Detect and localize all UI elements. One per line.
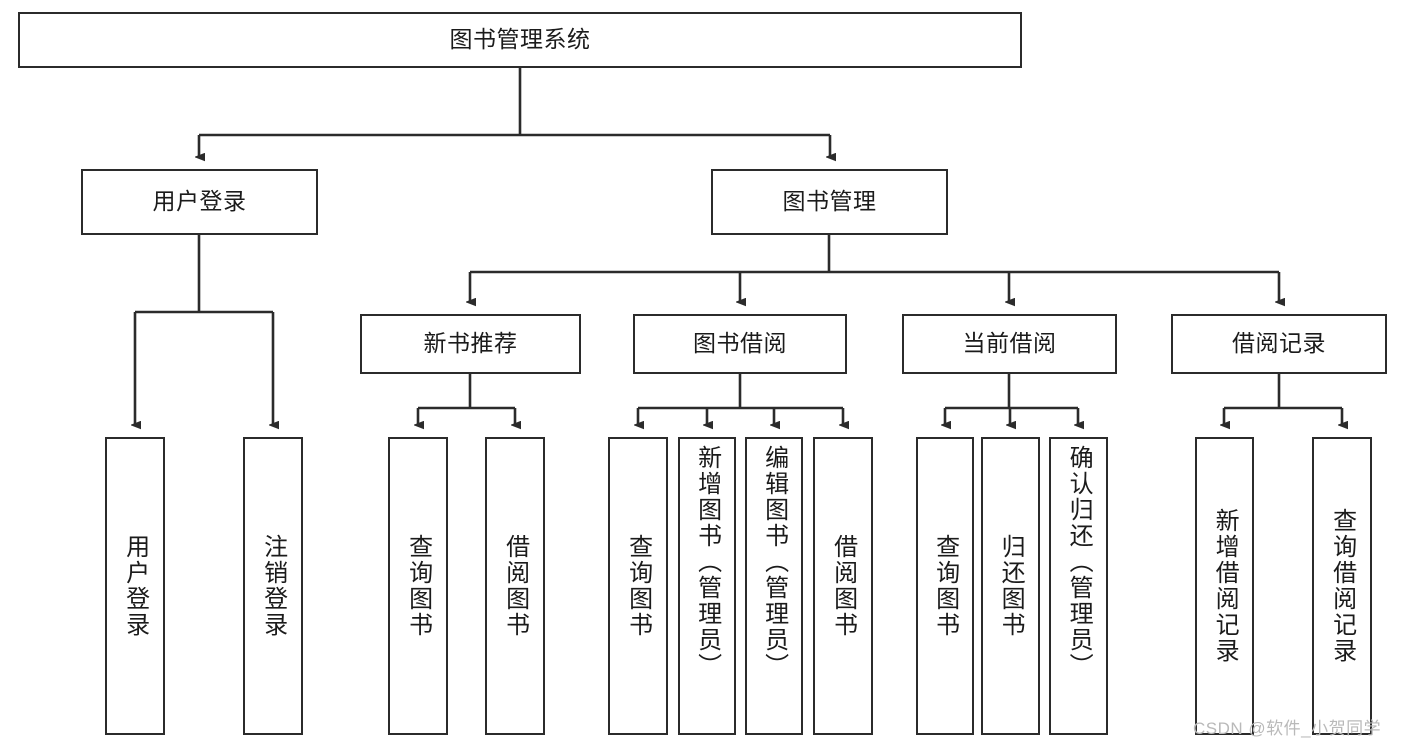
leaf-borrow-book-borrow[interactable]: 借阅图书 bbox=[813, 437, 873, 735]
edge-group-new-book-rec bbox=[418, 374, 515, 425]
leaf-query-book-current-label: 查询图书 bbox=[931, 534, 959, 638]
node-borrow-record[interactable]: 借阅记录 bbox=[1171, 314, 1387, 374]
leaf-user-login-label: 用户登录 bbox=[121, 534, 149, 638]
node-book-borrow-label: 图书借阅 bbox=[693, 330, 787, 357]
node-borrow-record-label: 借阅记录 bbox=[1232, 330, 1326, 357]
leaf-borrow-book-recommend-label: 借阅图书 bbox=[501, 534, 529, 638]
leaf-borrow-book-recommend[interactable]: 借阅图书 bbox=[485, 437, 545, 735]
edge-group-current-borrow bbox=[945, 374, 1078, 425]
leaf-add-borrow-record-label: 新增借阅记录 bbox=[1211, 508, 1239, 664]
leaf-logout[interactable]: 注销登录 bbox=[243, 437, 303, 735]
edge-group-borrow-record bbox=[1224, 374, 1342, 425]
leaf-edit-book-admin[interactable]: 编辑图书（管理员） bbox=[745, 437, 803, 735]
node-root[interactable]: 图书管理系统 bbox=[18, 12, 1022, 68]
leaf-return-book[interactable]: 归还图书 bbox=[981, 437, 1040, 735]
leaf-query-book-recommend-label: 查询图书 bbox=[404, 534, 432, 638]
edge-group-user-login bbox=[135, 235, 273, 425]
leaf-return-book-label: 归还图书 bbox=[997, 534, 1025, 638]
edge-group-book-borrow bbox=[638, 374, 843, 425]
node-user-login-label: 用户登录 bbox=[152, 188, 247, 215]
leaf-query-borrow-record[interactable]: 查询借阅记录 bbox=[1312, 437, 1372, 735]
leaf-add-borrow-record[interactable]: 新增借阅记录 bbox=[1195, 437, 1254, 735]
leaf-borrow-book-borrow-label: 借阅图书 bbox=[829, 534, 857, 638]
node-book-borrow[interactable]: 图书借阅 bbox=[633, 314, 847, 374]
csdn-watermark: CSDN @软件_小贺同学 bbox=[1193, 719, 1382, 738]
leaf-edit-book-admin-label: 编辑图书（管理员） bbox=[760, 445, 788, 679]
node-user-login[interactable]: 用户登录 bbox=[81, 169, 318, 235]
node-current-borrow[interactable]: 当前借阅 bbox=[902, 314, 1117, 374]
node-new-book-recommend[interactable]: 新书推荐 bbox=[360, 314, 581, 374]
edge-group-root bbox=[199, 68, 830, 157]
node-current-borrow-label: 当前借阅 bbox=[962, 330, 1057, 357]
leaf-confirm-return-admin-label: 确认归还（管理员） bbox=[1065, 445, 1093, 679]
node-root-label: 图书管理系统 bbox=[449, 26, 591, 53]
node-new-book-recommend-label: 新书推荐 bbox=[423, 330, 518, 357]
leaf-query-book-borrow-label: 查询图书 bbox=[624, 534, 652, 638]
leaf-logout-label: 注销登录 bbox=[259, 534, 287, 638]
edge-group-book-manage bbox=[470, 235, 1279, 302]
leaf-query-borrow-record-label: 查询借阅记录 bbox=[1328, 508, 1356, 664]
leaf-query-book-current[interactable]: 查询图书 bbox=[916, 437, 974, 735]
leaf-query-book-borrow[interactable]: 查询图书 bbox=[608, 437, 668, 735]
leaf-add-book-admin[interactable]: 新增图书（管理员） bbox=[678, 437, 736, 735]
leaf-user-login[interactable]: 用户登录 bbox=[105, 437, 165, 735]
node-book-manage-label: 图书管理 bbox=[782, 188, 877, 215]
node-book-manage[interactable]: 图书管理 bbox=[711, 169, 948, 235]
leaf-add-book-admin-label: 新增图书（管理员） bbox=[693, 445, 721, 679]
leaf-confirm-return-admin[interactable]: 确认归还（管理员） bbox=[1049, 437, 1108, 735]
leaf-query-book-recommend[interactable]: 查询图书 bbox=[388, 437, 448, 735]
